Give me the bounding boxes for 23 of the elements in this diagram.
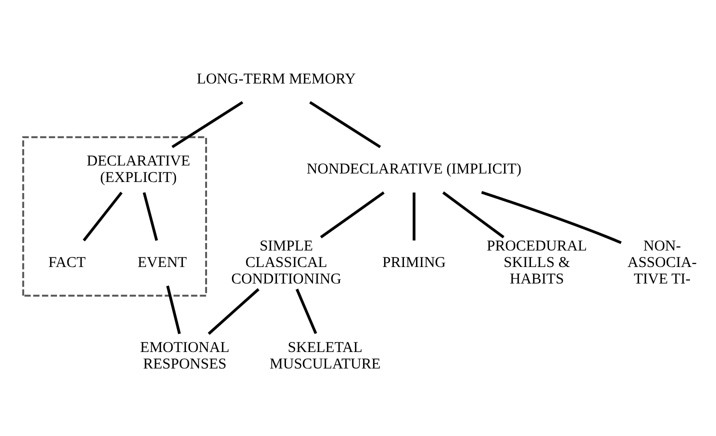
connector — [442, 191, 504, 238]
connector — [172, 101, 244, 148]
connector — [320, 191, 385, 238]
cluster — [22, 136, 208, 297]
node-text: PROCEDURAL SKILLS & HABITS — [486, 238, 587, 288]
node-text: DECLARATIVE (EXPLICIT) — [86, 154, 190, 186]
node-text: SKELETAL MUSCULATURE — [270, 340, 381, 372]
connector — [309, 101, 381, 148]
node-text: EMOTIONAL RESPONSES — [140, 340, 230, 372]
connector — [481, 191, 622, 244]
node-text: FACT — [48, 254, 86, 271]
node-text: NONDECLARATIVE (IMPLICIT) — [306, 162, 522, 178]
node-text: LONG-TERM MEMORY — [196, 71, 356, 88]
connector — [166, 286, 181, 334]
connector — [82, 192, 123, 242]
connector — [208, 288, 260, 335]
node-text: PRIMING — [382, 254, 446, 271]
node-text: EVENT — [138, 254, 187, 271]
node-text: NON- ASSOCIA- TIVE TI- — [628, 238, 697, 288]
connector — [142, 192, 158, 241]
node-text: SIMPLE CLASSICAL CONDITIONING — [231, 238, 342, 288]
connector — [412, 192, 416, 240]
connector — [296, 288, 318, 334]
